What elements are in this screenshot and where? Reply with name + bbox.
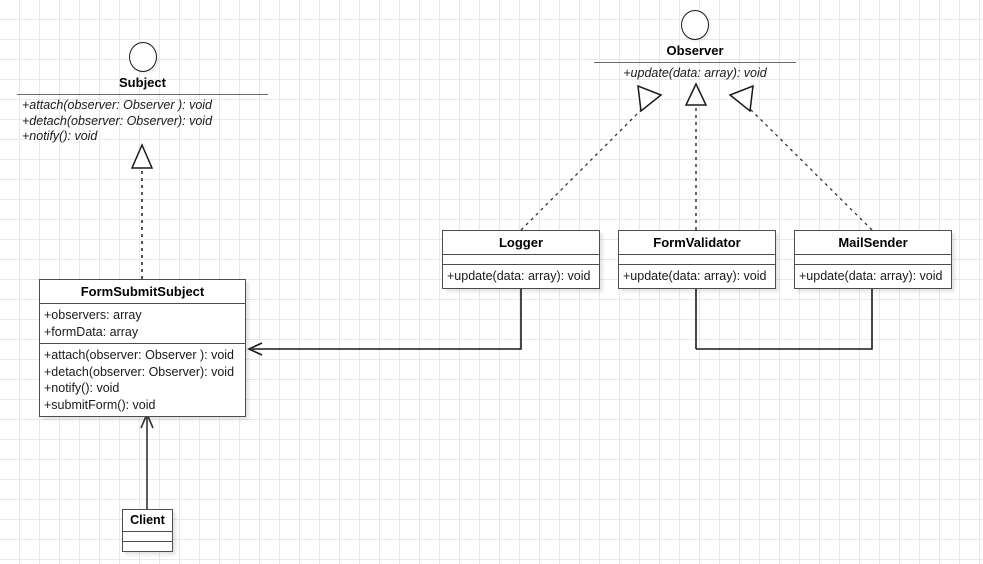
class-attributes: [619, 254, 775, 264]
separator: [17, 94, 268, 95]
class-title: FormValidator: [653, 235, 741, 250]
association-line-logger: [252, 283, 522, 350]
class-attributes: +observers: array +formData: array: [40, 303, 245, 343]
interface-circle-icon: [681, 10, 709, 40]
interface-subject-operations: +attach(observer: Observer ): void +deta…: [17, 98, 268, 145]
attribute: +observers: array: [44, 308, 142, 322]
class-formvalidator[interactable]: FormValidator +update(data: array): void: [618, 230, 776, 289]
interface-observer[interactable]: Observer +update(data: array): void: [594, 10, 796, 82]
operation: +notify(): void: [44, 381, 120, 395]
realization-formsubmitsubject-subject: [130, 143, 154, 279]
class-attributes: [123, 531, 172, 541]
class-operations: +update(data: array): void: [619, 264, 775, 288]
class-client[interactable]: Client: [122, 509, 173, 552]
interface-subject[interactable]: Subject +attach(observer: Observer ): vo…: [17, 42, 268, 145]
attribute: +formData: array: [44, 324, 139, 339]
hollow-triangle-arrowhead: [728, 84, 754, 113]
operation: +update(data: array): void: [623, 66, 767, 80]
operation: +submitForm(): void: [44, 397, 156, 412]
class-title: Logger: [498, 235, 544, 250]
interface-observer-operations: +update(data: array): void: [594, 66, 796, 82]
operation: +detach(observer: Observer): void: [44, 364, 235, 379]
operation: +attach(observer: Observer ): void: [44, 348, 235, 362]
realization-line: [520, 102, 649, 231]
interface-observer-name: Observer: [666, 43, 724, 58]
association-line-mailsender: [696, 283, 873, 350]
operation: +update(data: array): void: [623, 269, 767, 283]
open-arrowhead: [247, 342, 263, 356]
class-title: FormSubmitSubject: [80, 284, 205, 299]
class-operations: +attach(observer: Observer ): void +deta…: [40, 343, 245, 416]
class-logger[interactable]: Logger +update(data: array): void: [442, 230, 600, 289]
operation: +update(data: array): void: [447, 269, 591, 283]
interface-circle-icon: [128, 42, 157, 72]
class-attributes: [795, 254, 951, 264]
realization-mailsender-observer: [728, 84, 873, 231]
hollow-triangle-arrowhead: [684, 82, 708, 106]
interface-subject-name: Subject: [119, 75, 166, 90]
class-attributes: [443, 254, 599, 264]
separator: [594, 62, 796, 63]
class-title: MailSender: [838, 235, 908, 250]
class-mailsender[interactable]: MailSender +update(data: array): void: [794, 230, 952, 289]
operation: +update(data: array): void: [799, 269, 943, 283]
realization-formvalidator-observer: [684, 82, 708, 230]
association-client-formsubmitsubject: [140, 411, 154, 509]
operation: +attach(observer: Observer ): void: [22, 98, 213, 112]
class-operations: +update(data: array): void: [443, 264, 599, 288]
class-title: Client: [130, 513, 165, 527]
hollow-triangle-arrowhead: [637, 84, 663, 113]
operation: +detach(observer: Observer): void: [22, 113, 213, 128]
hollow-triangle-arrowhead: [130, 143, 154, 169]
class-operations: +update(data: array): void: [795, 264, 951, 288]
realization-logger-observer: [520, 84, 663, 231]
class-operations: [123, 541, 172, 551]
operation: +notify(): void: [22, 129, 98, 143]
association-observers-formsubmitsubject: [247, 283, 873, 356]
realization-line: [743, 102, 873, 231]
class-formsubmitsubject[interactable]: FormSubmitSubject +observers: array +for…: [39, 279, 246, 417]
